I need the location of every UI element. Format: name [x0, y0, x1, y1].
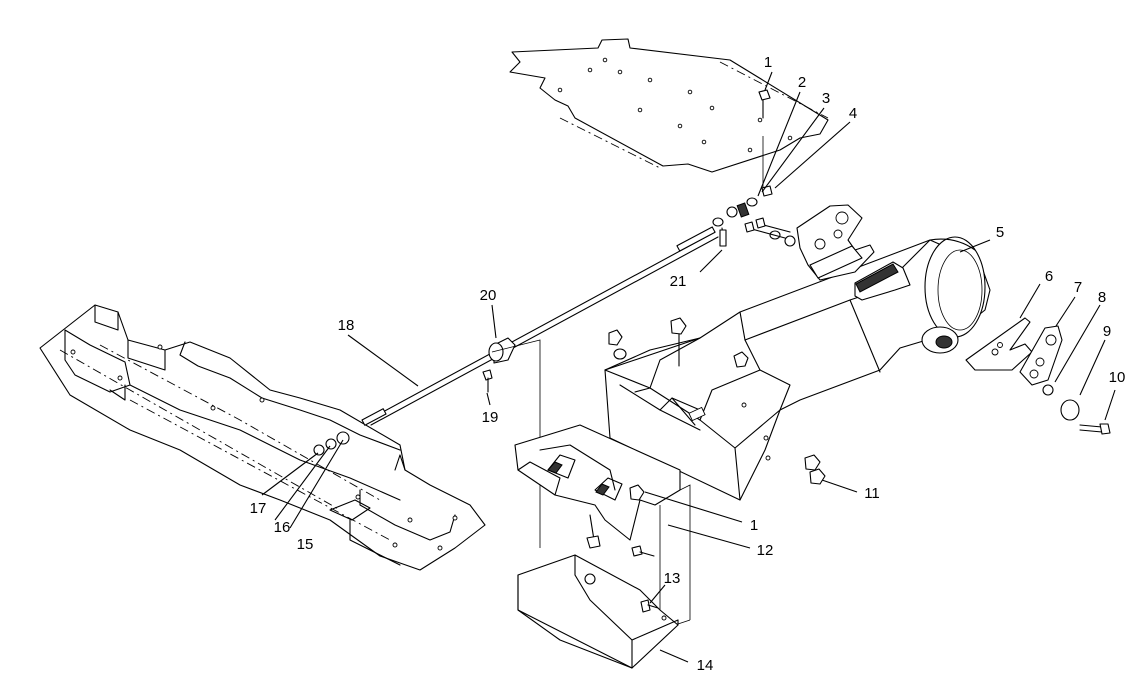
rod-end-hardware	[712, 136, 773, 247]
callout-5: 5	[996, 224, 1004, 241]
right-hardware	[1042, 384, 1111, 435]
callout-19: 19	[482, 409, 499, 426]
callout-6: 6	[1045, 268, 1053, 285]
callout-8: 8	[1098, 289, 1106, 306]
callout-17: 17	[250, 500, 267, 517]
front-bracket	[514, 424, 691, 631]
callout-14: 14	[697, 657, 714, 674]
callout-11: 11	[864, 485, 880, 502]
callout-3: 3	[822, 90, 830, 107]
callout-16: 16	[274, 519, 291, 536]
callout-9: 9	[1103, 323, 1111, 340]
callout-15: 15	[297, 536, 314, 553]
callout-1-bottom: 1	[750, 517, 758, 534]
bottom-guard	[517, 554, 679, 669]
upper-hinge-plate	[744, 204, 875, 281]
callout-labels: 1 2 3 4 5 6 7 8 9 10 11 1 12 13 14 15 16…	[250, 54, 1126, 674]
right-bracket	[965, 317, 1033, 371]
callout-2: 2	[798, 74, 806, 91]
left-hardware	[313, 431, 350, 456]
callout-1-top: 1	[764, 54, 772, 71]
right-plate	[1019, 325, 1063, 386]
callout-21: 21	[670, 273, 687, 290]
side-nuts	[804, 454, 826, 485]
callout-4: 4	[849, 105, 857, 122]
control-rod	[361, 226, 719, 426]
callout-20: 20	[480, 287, 497, 304]
top-floor-plate	[509, 38, 829, 173]
left-floor-pan	[39, 304, 486, 571]
callout-10: 10	[1109, 369, 1126, 386]
leader-lines	[261, 71, 1116, 663]
main-housing	[604, 236, 991, 501]
top-bolt	[758, 89, 771, 119]
housing-top-nuts	[608, 317, 687, 367]
callout-13: 13	[664, 570, 681, 587]
callout-12: 12	[757, 542, 774, 559]
callout-18: 18	[338, 317, 355, 334]
callout-7: 7	[1074, 279, 1082, 296]
